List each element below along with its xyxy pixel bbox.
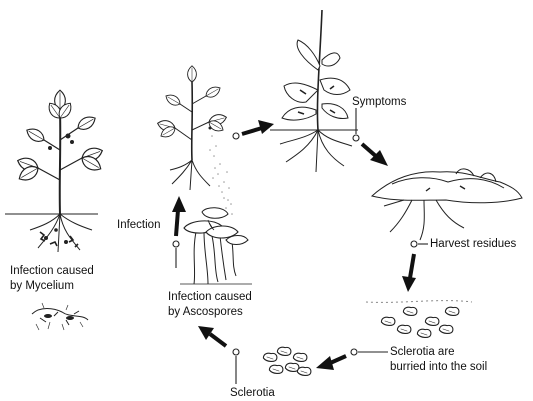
arrow-to-infection — [172, 196, 186, 236]
sclerotia-in-soil — [366, 301, 472, 338]
label-infection-mycelium-line2: by Mycelium — [10, 279, 74, 293]
label-sclerotia-buried-line2: burried into the soil — [390, 360, 487, 374]
label-sclerotia-buried-line1: Sclerotia are — [390, 345, 455, 359]
arrow-to-sclerotia — [316, 356, 346, 370]
apothecia-mushrooms — [180, 208, 252, 284]
label-infection-mycelium-line1: Infection caused — [10, 264, 94, 278]
arrow-to-buried-sclerotia — [402, 254, 416, 292]
arrow-to-harvest-residues — [362, 144, 388, 166]
cycle-arrows — [172, 120, 416, 370]
label-infection-ascospores-line2: by Ascospores — [168, 305, 243, 319]
label-harvest-residues: Harvest residues — [430, 237, 516, 251]
arrow-to-ascospore-infection — [198, 326, 226, 346]
label-symptoms: Symptoms — [352, 95, 406, 109]
label-pins — [173, 108, 428, 384]
label-infection: Infection — [117, 218, 160, 232]
arrow-to-symptoms — [242, 120, 274, 134]
sclerotia-group — [263, 347, 310, 375]
symptomatic-plant — [270, 10, 358, 172]
mycelium-infected-plant — [5, 90, 104, 330]
ascospore-infected-plant — [156, 66, 232, 215]
label-infection-ascospores-line1: Infection caused — [168, 290, 252, 304]
harvest-residues — [372, 169, 522, 240]
label-sclerotia: Sclerotia — [230, 386, 275, 400]
